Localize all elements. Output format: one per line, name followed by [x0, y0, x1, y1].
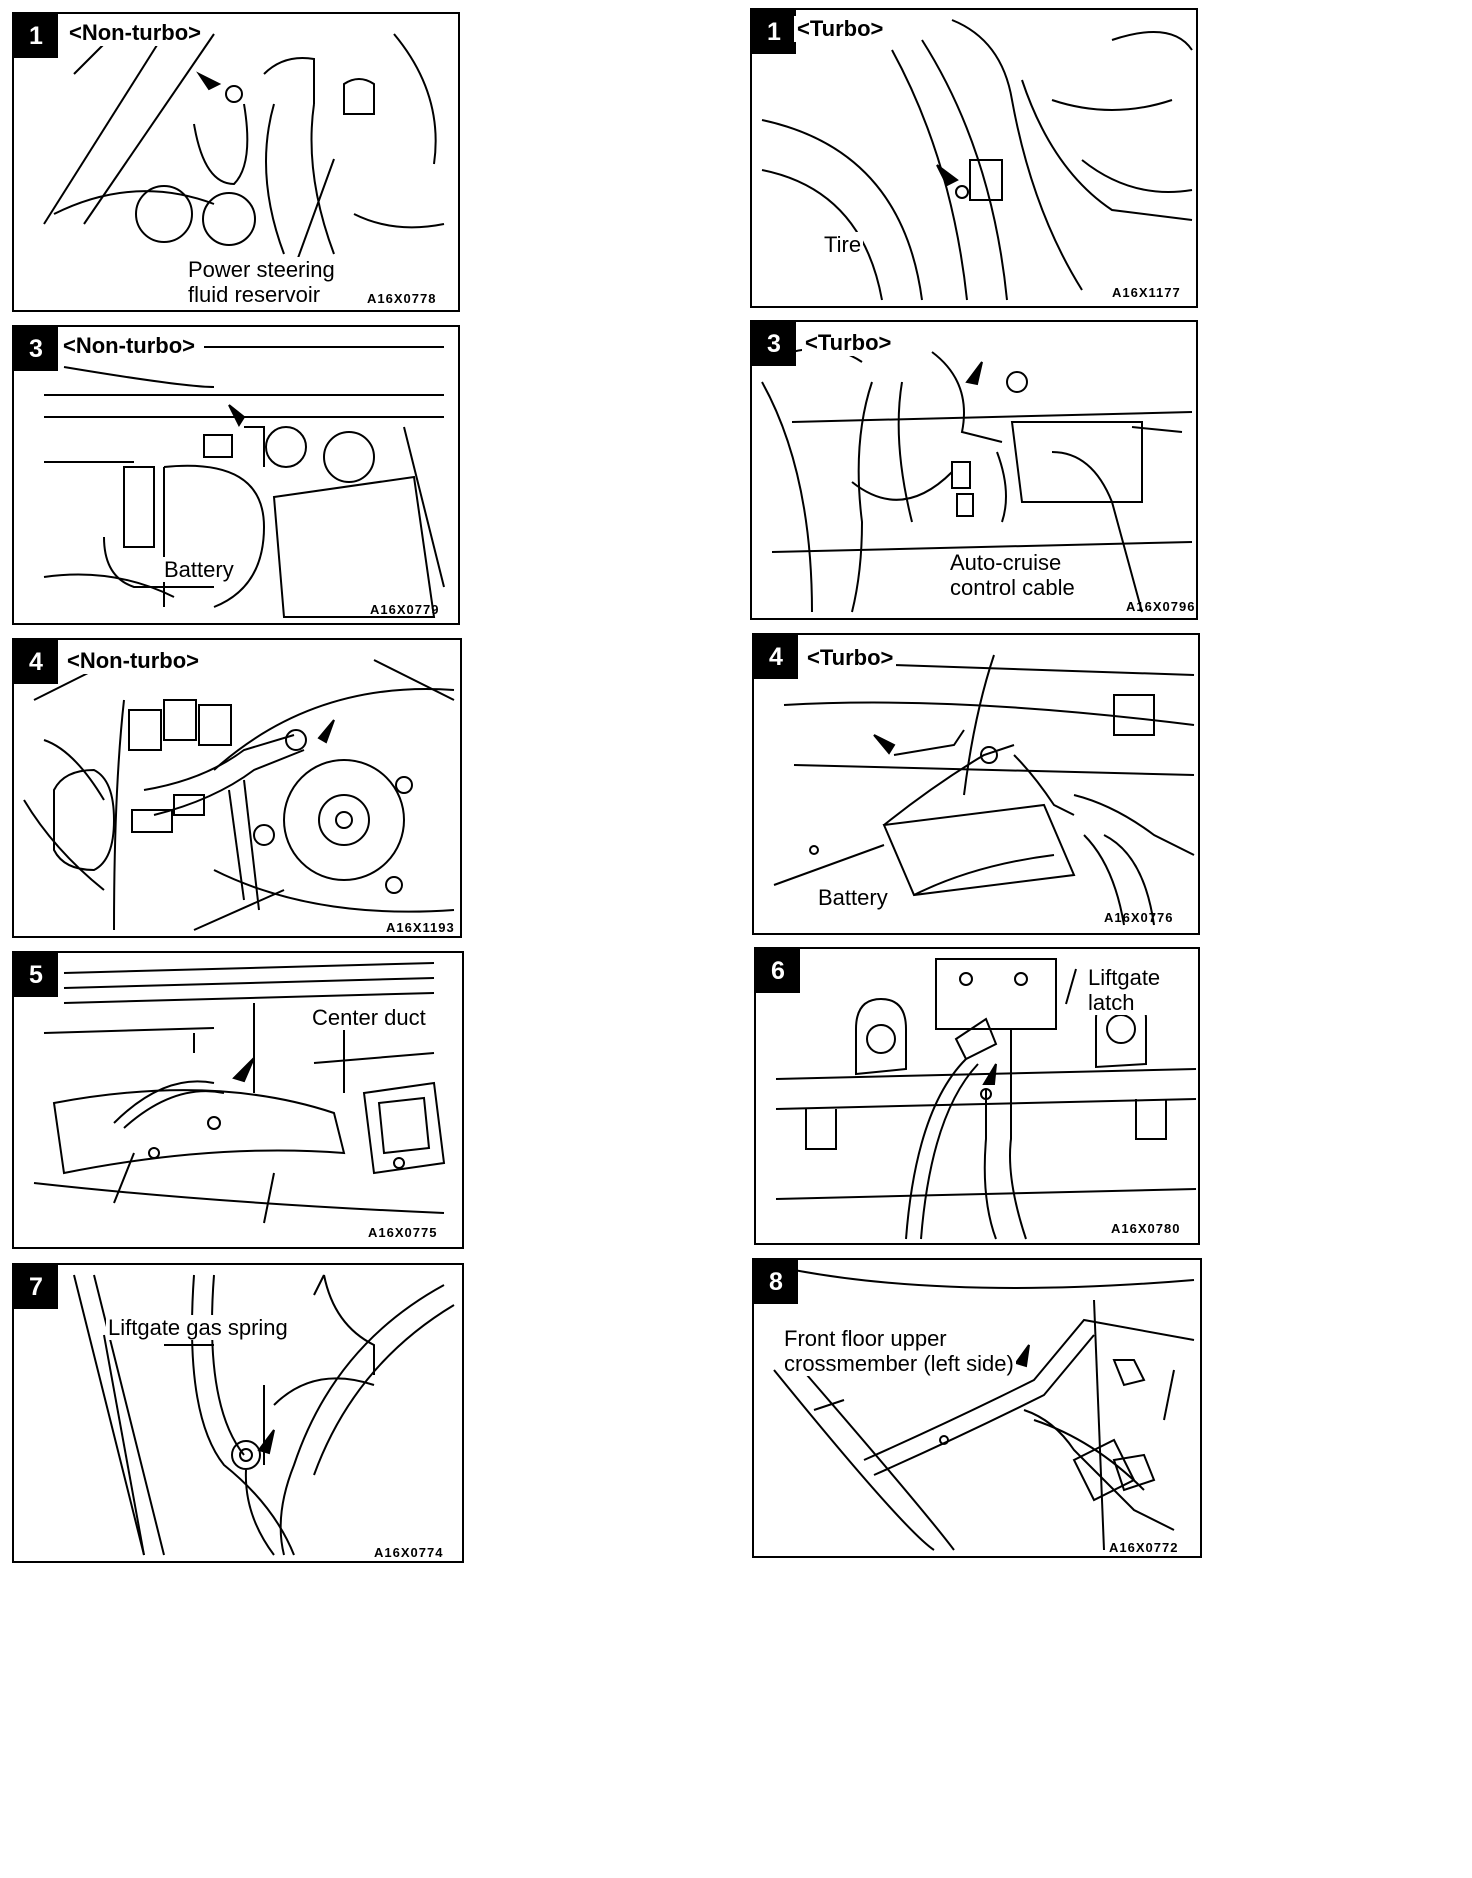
- arrow-marker: [232, 1057, 255, 1083]
- figure-code: A16X0778: [367, 291, 437, 306]
- step-number: 7: [14, 1265, 58, 1309]
- figure-code: A16X0775: [368, 1225, 438, 1240]
- figure-code: A16X0772: [1109, 1540, 1179, 1555]
- step-number: 1: [752, 10, 796, 54]
- panel-7: 7 Liftgate gas spring A16X0774: [12, 1263, 464, 1563]
- callout-label: Battery: [162, 557, 236, 582]
- figure-code: A16X1177: [1112, 285, 1181, 300]
- callout-label: Liftgate gas spring: [106, 1315, 290, 1340]
- step-number: 3: [14, 327, 58, 371]
- illustration: [761, 19, 1193, 301]
- figure-code: A16X0796: [1126, 599, 1196, 614]
- figure-code: A16X1193: [386, 920, 455, 935]
- arrow-marker: [965, 361, 983, 386]
- arrow-marker: [873, 734, 896, 755]
- callout-label: Battery: [816, 885, 890, 910]
- callout-label: Center duct: [310, 1005, 428, 1030]
- illustration: [773, 1269, 1195, 1551]
- figure-code: A16X0776: [1104, 910, 1174, 925]
- panel-4-non-turbo: 4 <Non-turbo> A16X1193: [12, 638, 462, 938]
- step-number: 5: [14, 953, 58, 997]
- illustration: [773, 654, 1195, 926]
- arrow-marker: [257, 1429, 275, 1455]
- illustration: [73, 1274, 455, 1556]
- variant-label: <Turbo>: [804, 645, 897, 671]
- arrow-marker: [936, 164, 959, 187]
- variant-label: <Non-turbo>: [60, 333, 198, 359]
- variant-label: <Non-turbo>: [64, 648, 202, 674]
- arrow-marker: [982, 1063, 997, 1085]
- variant-label: <Turbo>: [794, 16, 887, 42]
- step-number: 8: [754, 1260, 798, 1304]
- arrow-marker: [196, 71, 222, 91]
- figure-code: A16X0780: [1111, 1221, 1181, 1236]
- step-number: 1: [14, 14, 58, 58]
- figure-code: A16X0774: [374, 1545, 444, 1560]
- variant-label: <Turbo>: [802, 330, 895, 356]
- arrow-marker: [1014, 1344, 1030, 1368]
- step-number: 4: [754, 635, 798, 679]
- illustration: [43, 346, 445, 618]
- illustration: [761, 347, 1193, 613]
- step-number: 6: [756, 949, 800, 993]
- step-number: 4: [14, 640, 58, 684]
- illustration: [33, 962, 446, 1224]
- panel-5: 5 Center duct A16X0775: [12, 951, 464, 1249]
- panel-1-turbo: 1 <Turbo> Tire A16X1177: [750, 8, 1198, 308]
- step-number: 3: [752, 322, 796, 366]
- illustration: [775, 958, 1197, 1240]
- arrow-marker: [228, 404, 246, 428]
- panel-4-turbo: 4 <Turbo> Battery A16X0776: [752, 633, 1200, 935]
- figure-code: A16X0779: [370, 602, 440, 617]
- variant-label: <Non-turbo>: [66, 20, 204, 46]
- callout-label: Tire: [822, 232, 864, 257]
- illustration: [23, 659, 455, 931]
- panel-3-non-turbo: 3 <Non-turbo> Battery A16X0779: [12, 325, 460, 625]
- arrow-marker: [317, 719, 335, 744]
